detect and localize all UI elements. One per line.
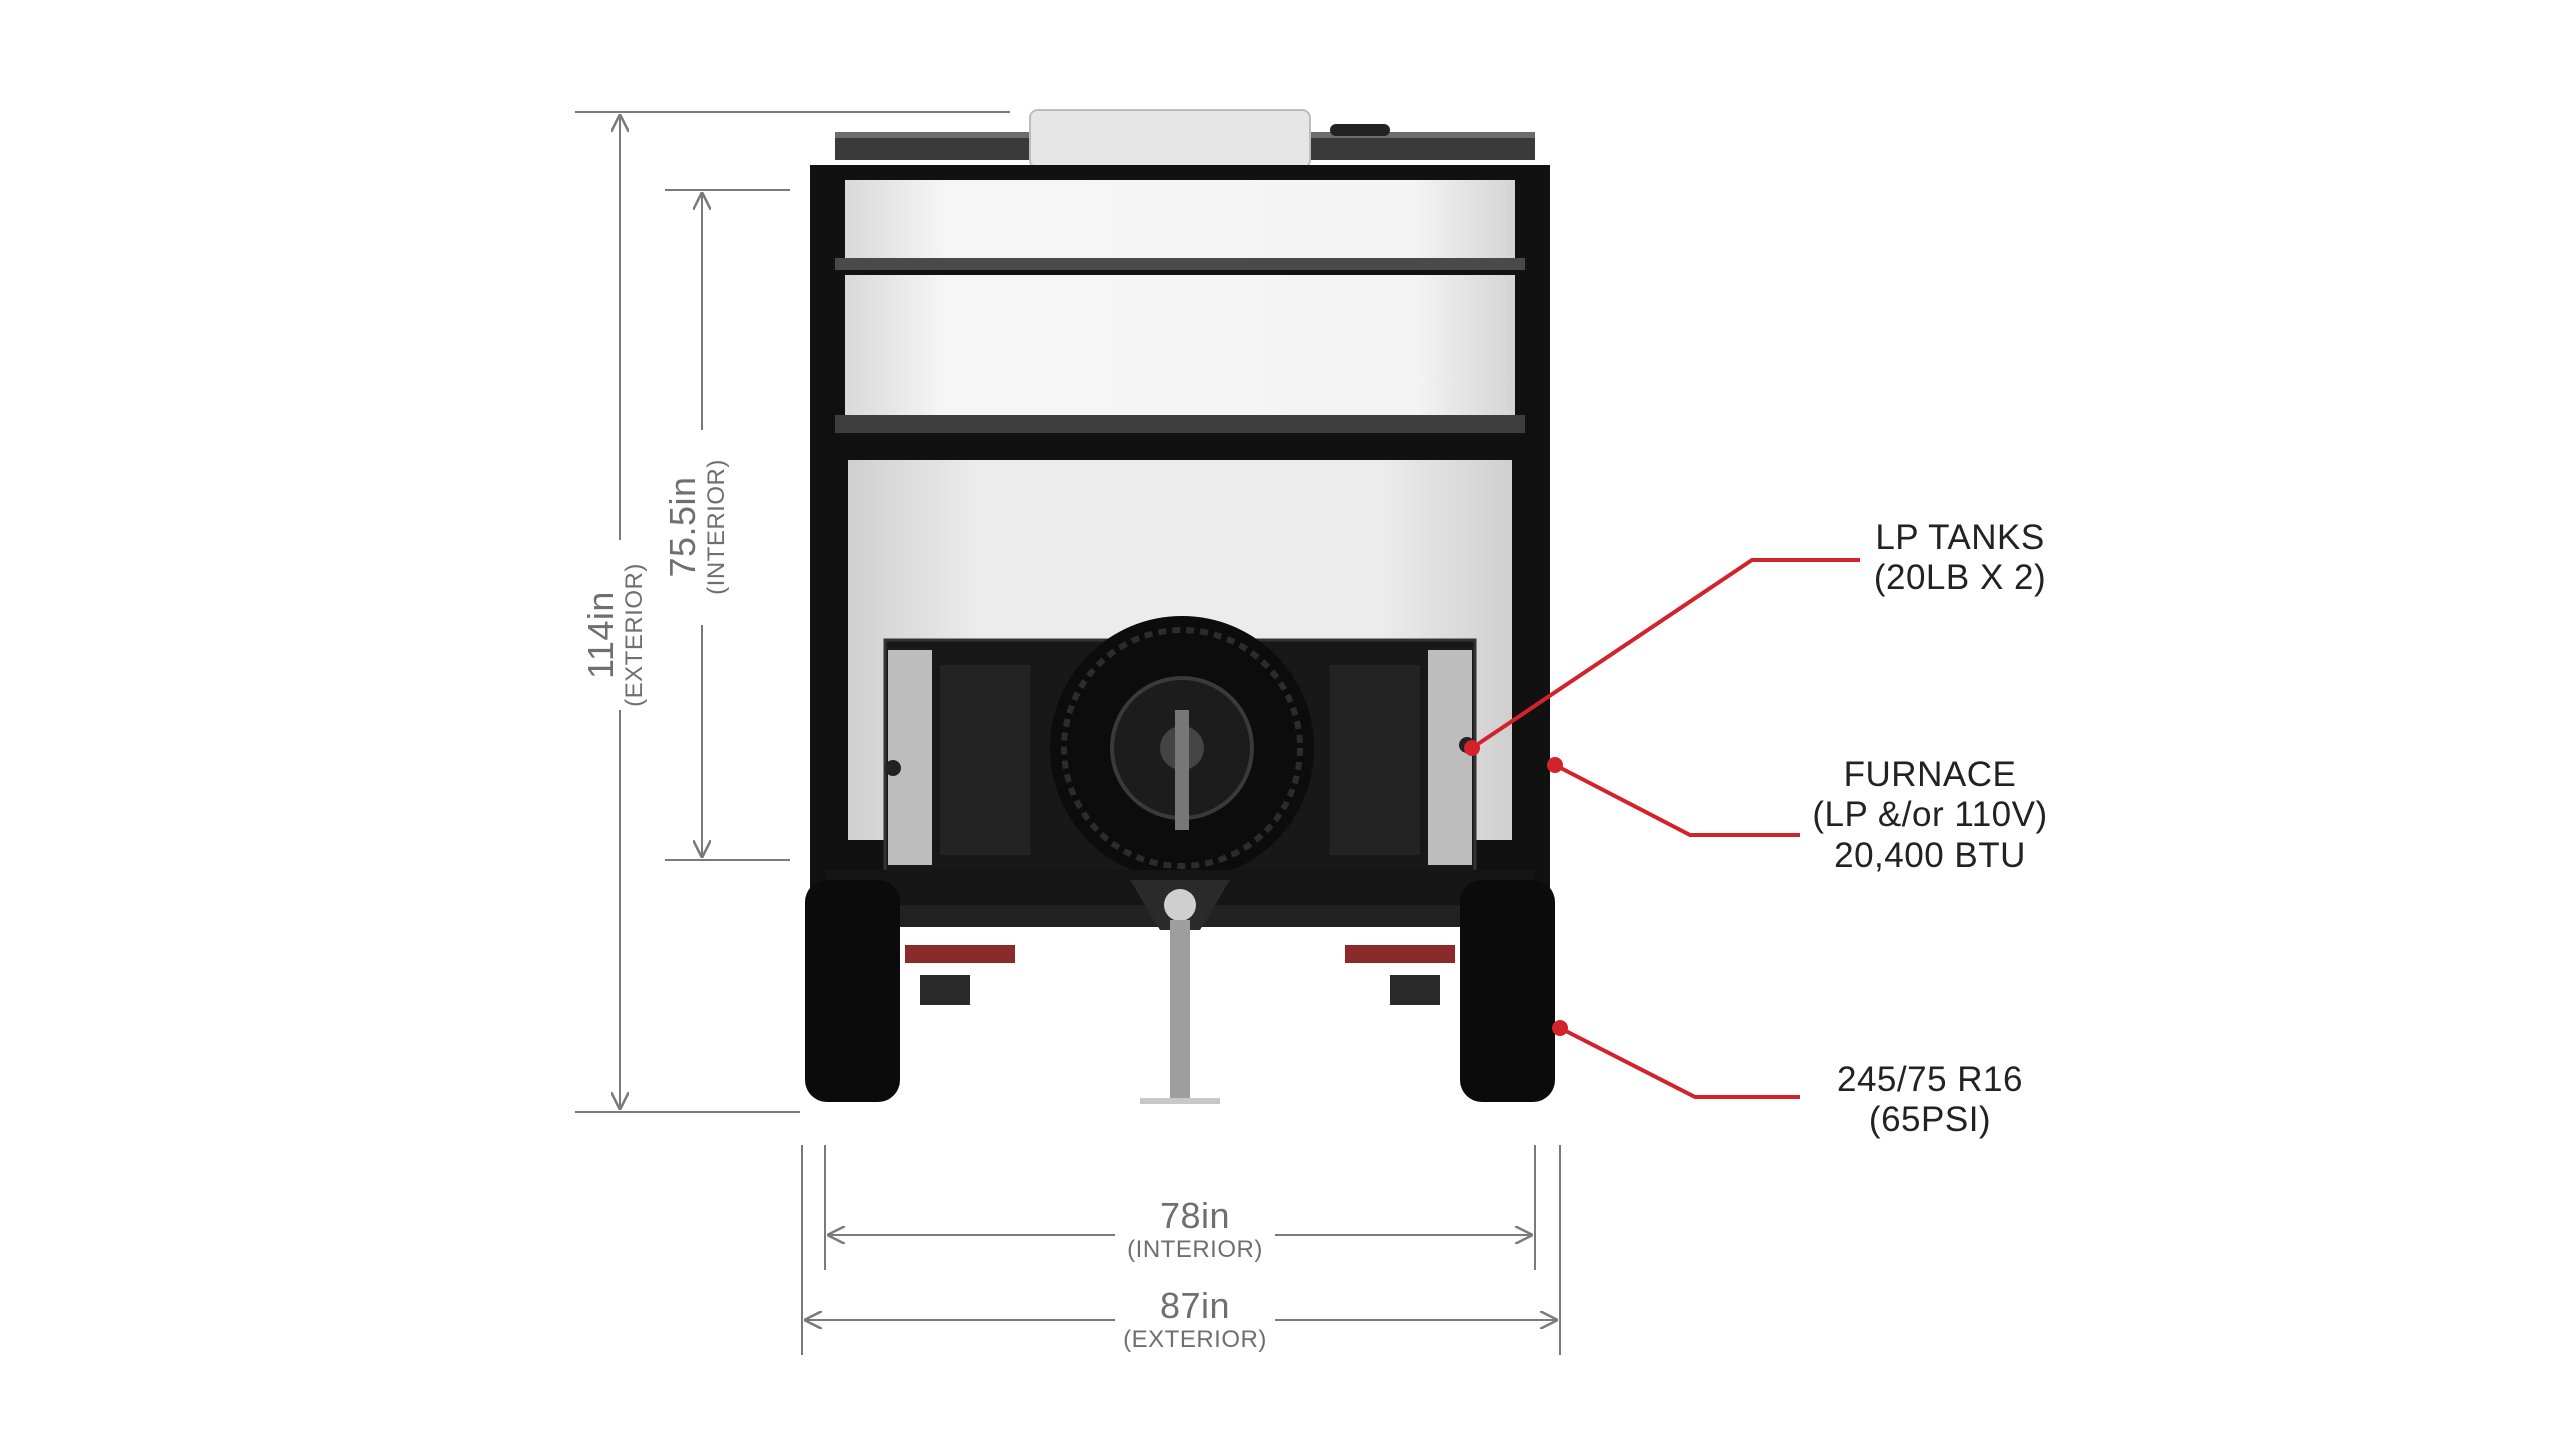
- height-exterior-value: 114in: [580, 591, 621, 679]
- height-exterior-label: 114in (EXTERIOR): [580, 535, 660, 735]
- height-interior-label: 75.5in (INTERIOR): [662, 427, 742, 627]
- right-wheel: [1460, 880, 1555, 1102]
- tires-callout: 245/75 R16 (65PSI): [1770, 1060, 2090, 1141]
- callout-leaders: [1470, 558, 1860, 1099]
- tires-size: 245/75 R16: [1837, 1060, 2023, 1099]
- tires-pressure: (65PSI): [1868, 1100, 1992, 1140]
- trailer-illustration: [805, 109, 1555, 1104]
- upper-window: [845, 180, 1515, 262]
- furnace-title: FURNACE: [1843, 755, 2017, 794]
- height-exterior-note: (EXTERIOR): [621, 563, 649, 707]
- furnace-fuel: (LP &/or 110V): [1812, 795, 2048, 835]
- width-exterior-note: (EXTERIOR): [1123, 1326, 1267, 1354]
- lp-tanks-callout: LP TANKS (20LB X 2): [1810, 518, 2110, 599]
- furnace-leader: [1554, 763, 1800, 837]
- roof-vent: [1029, 109, 1311, 169]
- left-wheel: [805, 880, 900, 1102]
- height-interior-note: (INTERIOR): [703, 459, 731, 595]
- furnace-callout: FURNACE (LP &/or 110V) 20,400 BTU: [1770, 755, 2090, 876]
- lp-tanks-title: LP TANKS: [1875, 518, 2045, 557]
- dimension-lines: [575, 111, 1561, 1355]
- jack-stand: [1170, 920, 1190, 1100]
- width-interior-note: (INTERIOR): [1127, 1236, 1263, 1264]
- middle-window: [845, 275, 1515, 415]
- width-exterior-value: 87in: [1159, 1285, 1231, 1326]
- lp-tanks-detail: (20LB X 2): [1873, 558, 2047, 598]
- height-interior-value: 75.5in: [662, 476, 703, 578]
- furnace-btu: 20,400 BTU: [1834, 835, 2026, 875]
- callout-dots: [1464, 740, 1568, 1036]
- width-interior-label: 78in (INTERIOR): [1095, 1195, 1295, 1264]
- tires-leader: [1559, 1026, 1800, 1099]
- width-exterior-label: 87in (EXTERIOR): [1095, 1285, 1295, 1354]
- lp-tanks-leader: [1470, 558, 1860, 750]
- width-interior-value: 78in: [1159, 1195, 1231, 1236]
